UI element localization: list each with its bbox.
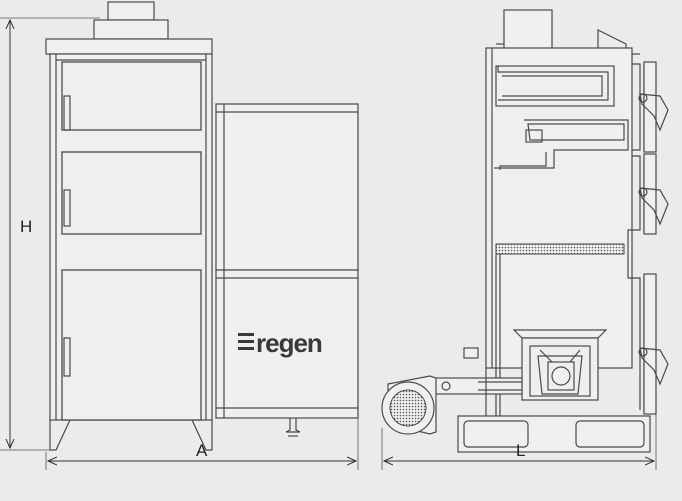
front-top-lid [45, 38, 213, 55]
width-label: A [196, 441, 208, 460]
handle-middle [638, 153, 669, 235]
regen-logo: regen [238, 328, 323, 358]
fan-unit [381, 375, 437, 435]
side-body [485, 47, 633, 369]
side-base [457, 415, 651, 453]
front-door-middle [61, 151, 202, 235]
dimension-height: H [0, 17, 100, 451]
length-label: L [516, 441, 525, 460]
sensor-port [463, 347, 479, 359]
dimension-length: L [381, 414, 657, 470]
handle-bottom [638, 273, 669, 415]
front-door-top [61, 61, 202, 131]
front-door-bottom [61, 269, 202, 421]
side-flue [503, 9, 553, 55]
hopper-lower [215, 269, 359, 419]
hopper-upper [215, 103, 359, 271]
dimension-width: A [45, 418, 359, 470]
burner-hood [512, 329, 608, 339]
front-view: regen [45, 1, 359, 451]
auger-tube [433, 377, 523, 395]
burner-box [521, 337, 599, 401]
front-flue-top [107, 1, 155, 21]
side-grate [495, 243, 625, 255]
front-flue-collar [93, 19, 169, 40]
logo-text: regen [256, 328, 322, 358]
handle-top [638, 61, 669, 153]
height-label: H [20, 217, 32, 236]
side-view [381, 9, 669, 453]
